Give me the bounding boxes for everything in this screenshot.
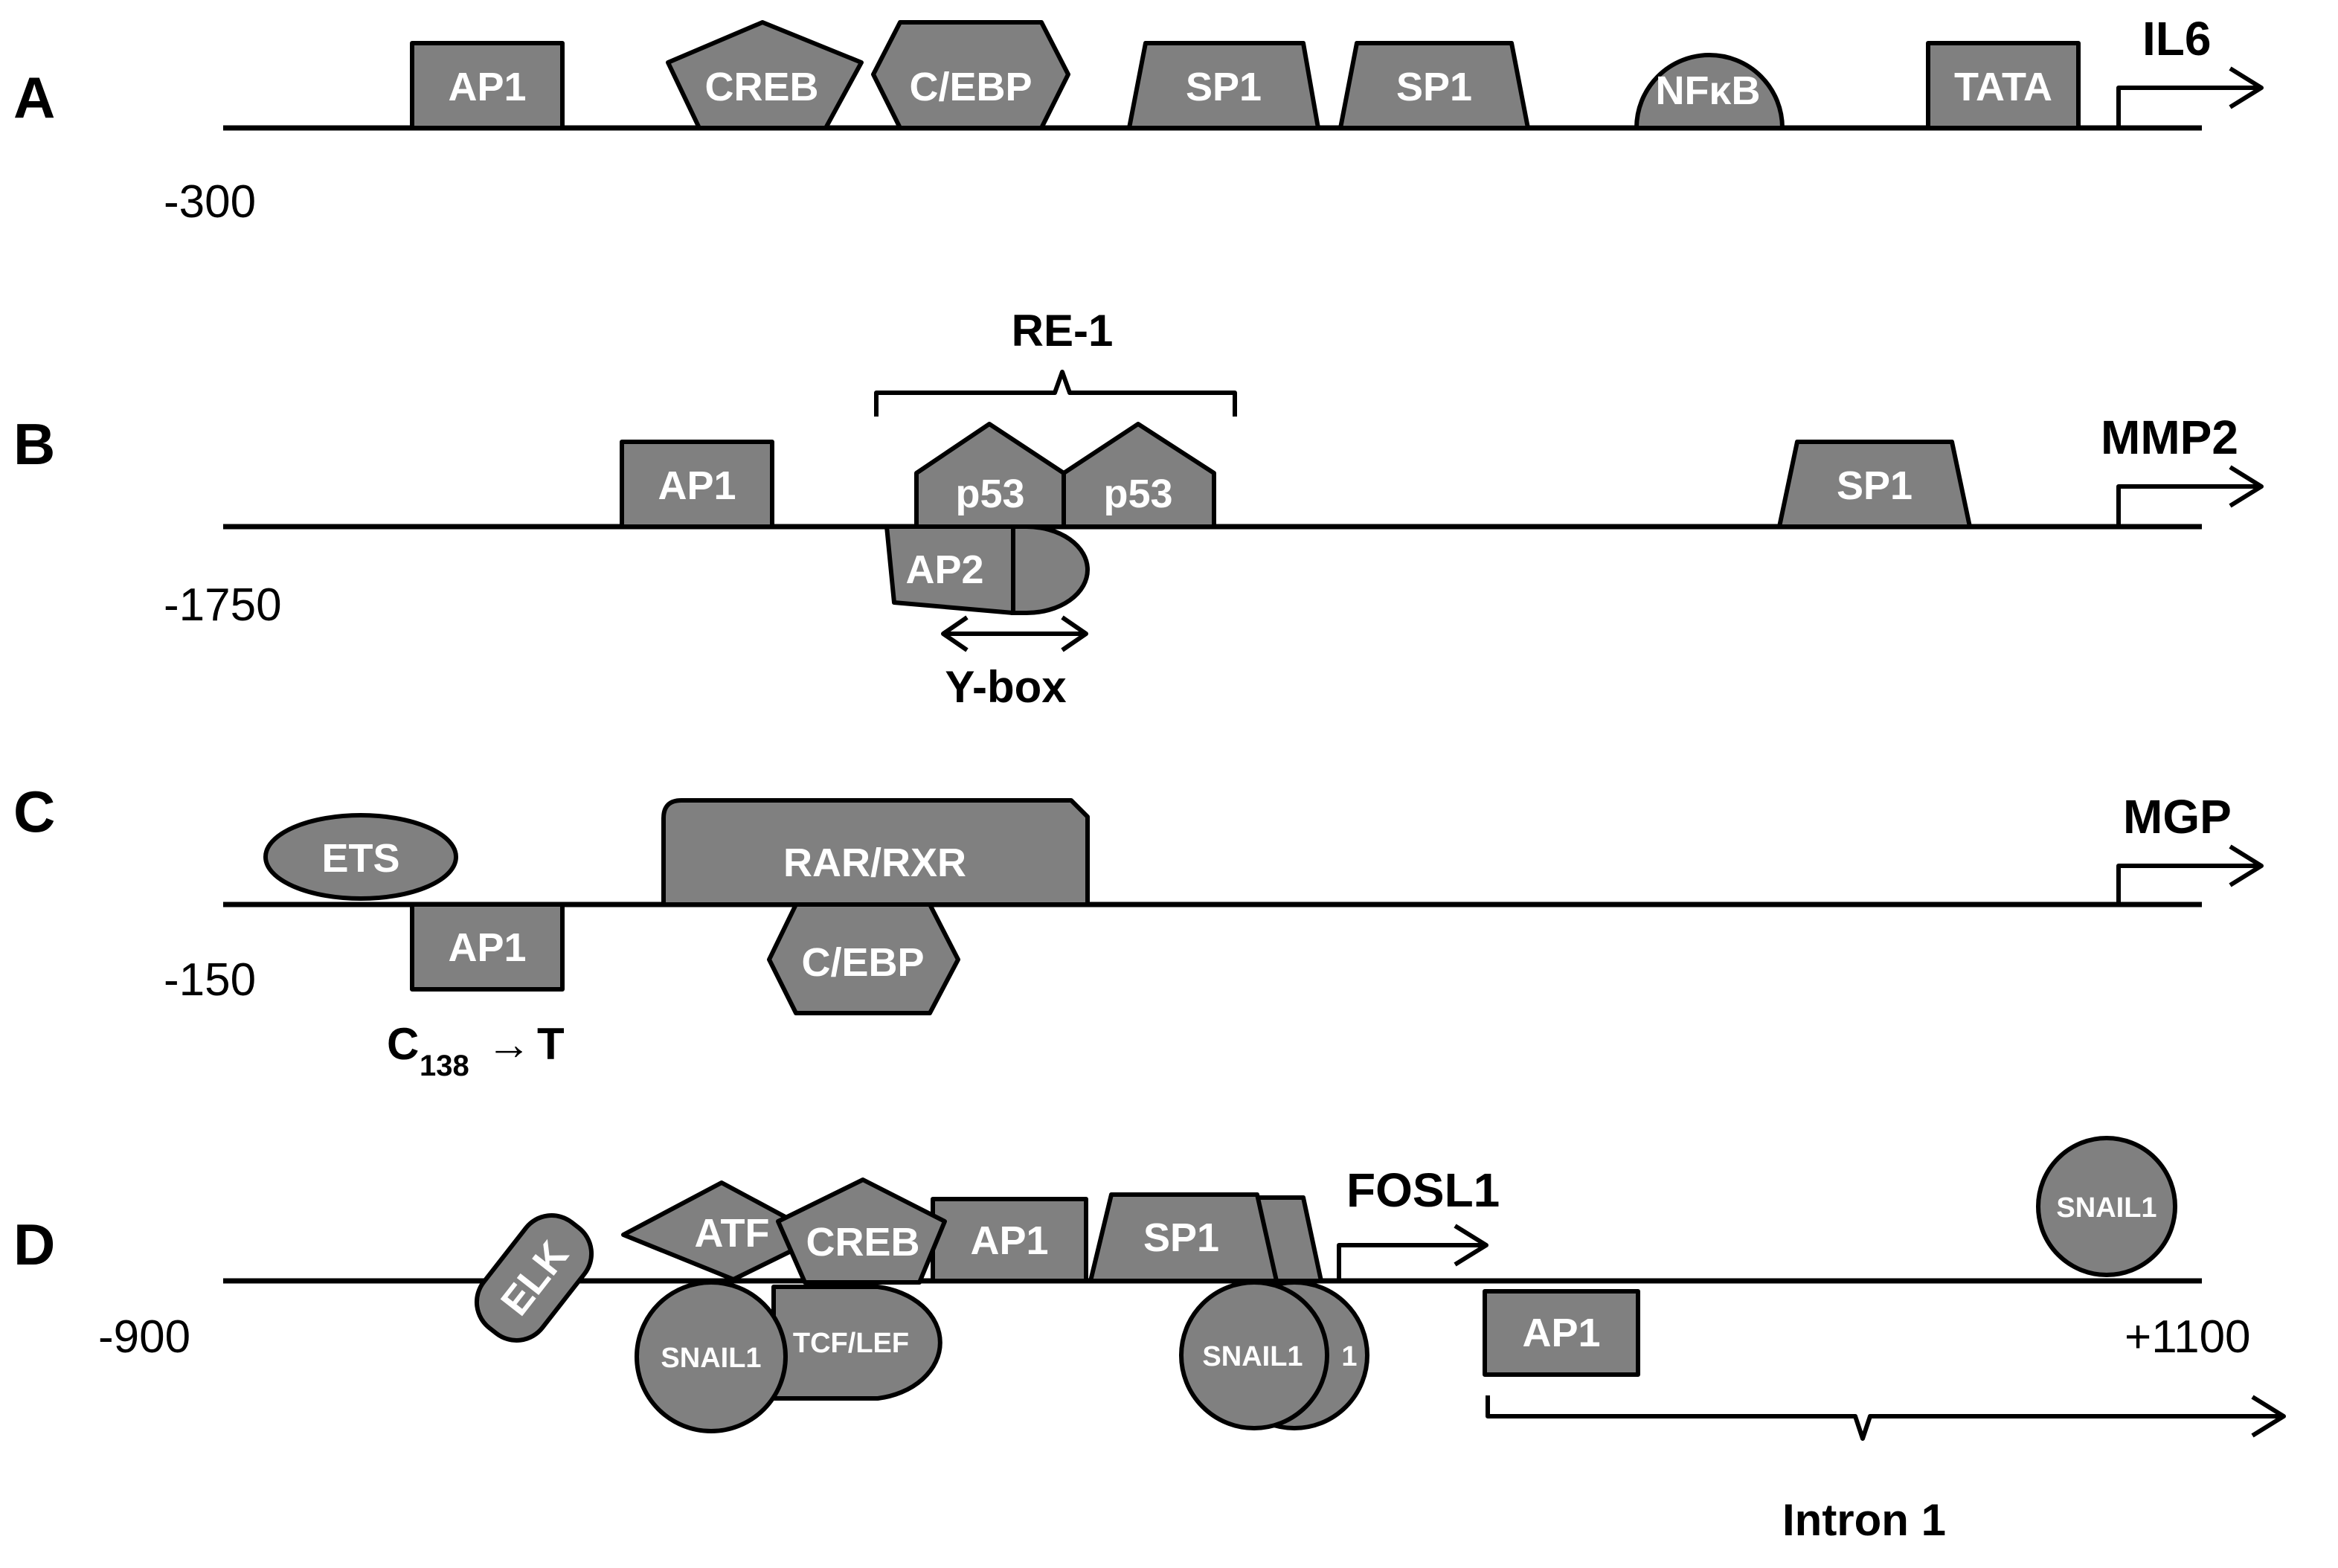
tf-ets-c: ETS	[263, 813, 458, 901]
tf-label: AP1	[970, 1218, 1048, 1263]
tf-creb-d: CREB	[776, 1177, 947, 1285]
tf-label: p53	[1103, 472, 1172, 516]
tf-sp1-d: SP1	[1088, 1192, 1279, 1283]
panel-letter-d: D	[13, 1212, 55, 1277]
tf-label: NFκB	[1655, 68, 1760, 113]
tf-label: SP1	[1396, 65, 1472, 109]
re1-label: RE-1	[1012, 306, 1114, 356]
panel-letter-c: C	[13, 779, 55, 844]
tf-label: ATF	[695, 1211, 770, 1256]
tf-label: AP1	[658, 463, 736, 508]
tf-label: C/EBP	[801, 940, 924, 985]
start-coordinate-d: -900	[98, 1311, 190, 1363]
tf-cebp-a: C/EBP	[871, 20, 1070, 130]
tf-label: SNAIL1	[2056, 1192, 2156, 1224]
gene-name-b: MMP2	[2101, 411, 2238, 464]
tss-arrow-a	[2116, 66, 2264, 128]
panel-d: D -900 +1100 ELK ATF SP1 AP1 T	[13, 1136, 2286, 1545]
tf-label: AP1	[448, 65, 526, 109]
tf-label: AP2	[905, 547, 983, 592]
tf-label: 1	[1341, 1341, 1357, 1372]
panel-letter-a: A	[13, 65, 55, 130]
tf-tcflef-d: TCF/LEF	[771, 1285, 942, 1401]
tf-cebp-c: C/EBP	[767, 902, 960, 1015]
tss-arrow-b	[2116, 465, 2264, 527]
tf-label: CREB	[806, 1220, 919, 1265]
panel-b: B -1750 RE-1 AP1 p53 p53 AP2 Y-box	[13, 306, 2264, 712]
ybox-arrow	[941, 615, 1088, 652]
tss-arrow-c	[2116, 844, 2264, 905]
mutation-position: 138	[420, 1050, 469, 1082]
tf-ap1-b: AP1	[620, 440, 774, 529]
tf-ap2-b: AP2	[884, 524, 1090, 615]
tf-label: TCF/LEF	[793, 1328, 909, 1359]
tf-rarrxr-c: RAR/RXR	[661, 798, 1090, 907]
tf-label: p53	[955, 472, 1024, 516]
tf-nfkb-a: NFκB	[1634, 53, 1785, 130]
mutation-base: C	[387, 1019, 419, 1069]
tf-atf-d: ATF	[621, 1180, 823, 1282]
tf-label: SNAIL1	[1202, 1341, 1303, 1372]
tf-ap1-d: AP1	[931, 1197, 1088, 1283]
re1-bracket	[874, 370, 1237, 417]
ybox-label: Y-box	[945, 662, 1066, 712]
tf-snail1-d-2: SNAIL1	[1179, 1280, 1329, 1430]
tf-ap1-d-intron: AP1	[1483, 1289, 1640, 1377]
tf-sp1-b: SP1	[1777, 440, 1972, 529]
tf-p53-b-1: p53	[914, 422, 1066, 529]
start-coordinate-a: -300	[164, 176, 256, 228]
tf-snail1-d-1: SNAIL1	[635, 1280, 788, 1433]
tf-label: AP1	[448, 925, 526, 970]
panel-a: A -300 AP1 CREB C/EBP SP1 SP1 NFκB	[13, 12, 2264, 228]
panel-c: C -150 ETS RAR/RXR AP1 C/EBP C 138 → T	[13, 779, 2264, 1082]
tf-label: C/EBP	[909, 65, 1032, 109]
tf-label: AP1	[1522, 1311, 1600, 1355]
gene-name-a: IL6	[2142, 12, 2211, 65]
tf-sp1-a-1: SP1	[1127, 41, 1320, 130]
tf-creb-a: CREB	[666, 20, 864, 130]
mutation-alt: T	[537, 1019, 565, 1069]
tf-ap1-a: AP1	[410, 41, 565, 130]
tf-label: ETS	[321, 836, 399, 881]
tf-ap1-c: AP1	[410, 902, 565, 992]
tf-p53-b-2: p53	[1062, 422, 1216, 529]
intron-label: Intron 1	[1782, 1495, 1946, 1545]
tf-snail1-d-3: SNAIL1	[2036, 1136, 2177, 1277]
tf-label: SNAIL1	[661, 1343, 761, 1374]
tf-label: SP1	[1143, 1215, 1219, 1260]
tss-arrow-d	[1337, 1224, 1488, 1281]
end-coordinate-d: +1100	[2125, 1311, 2251, 1363]
tf-label: SP1	[1837, 463, 1913, 508]
panel-letter-b: B	[13, 411, 55, 477]
start-coordinate-c: -150	[164, 954, 256, 1006]
gene-name-d: FOSL1	[1346, 1163, 1500, 1217]
tf-tata-a: TATA	[1926, 41, 2081, 130]
tf-label: RAR/RXR	[783, 841, 966, 885]
gene-name-c: MGP	[2123, 790, 2232, 844]
start-coordinate-b: -1750	[164, 579, 282, 631]
tf-label: TATA	[1954, 65, 2052, 109]
mutation-label: C 138 → T	[387, 1019, 565, 1082]
mutation-arrow: →	[486, 1019, 531, 1069]
tf-label: CREB	[704, 65, 818, 109]
intron-arrow	[1486, 1395, 2286, 1441]
tf-label: SP1	[1186, 65, 1262, 109]
tf-elk-d: ELK	[474, 1213, 594, 1343]
tf-sp1-a-2: SP1	[1338, 41, 1530, 130]
